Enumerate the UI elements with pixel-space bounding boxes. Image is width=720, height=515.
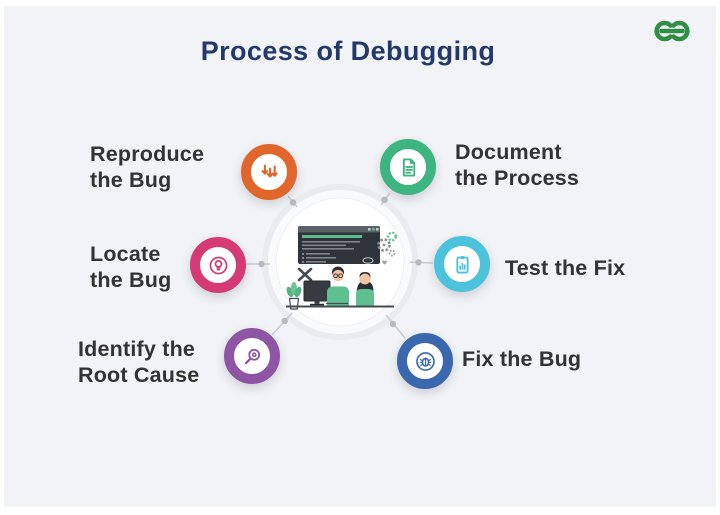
label-line: the Bug xyxy=(90,168,172,192)
step-label-test-the-fix: Test the Fix xyxy=(505,255,625,281)
label-line: the Process xyxy=(455,166,580,190)
label-line: Root Cause xyxy=(78,363,200,387)
gears-icon xyxy=(377,231,397,265)
page-title: Process of Debugging xyxy=(200,36,496,66)
clipboard-chart-icon xyxy=(455,255,469,273)
label-line: Document xyxy=(455,140,562,164)
step-label-fix-the-bug: Fix the Bug xyxy=(462,346,581,372)
label-line: Locate xyxy=(90,242,161,266)
label-line: the Bug xyxy=(90,268,172,292)
step-label-document-the-process: Document the Process xyxy=(455,139,579,191)
magnifier-gear-icon xyxy=(244,348,260,364)
step-circle-test-the-fix xyxy=(434,236,490,292)
label-line: Reproduce xyxy=(90,142,205,166)
step-circle-identify-root-cause xyxy=(224,328,280,384)
label-line: Identify the xyxy=(78,337,196,361)
man-developer-icon xyxy=(327,266,349,306)
step-label-identify-root-cause: Identify the Root Cause xyxy=(78,336,199,388)
step-label-locate-the-bug: Locate the Bug xyxy=(90,241,171,293)
bulb-in-circle-icon xyxy=(209,256,227,274)
step-circle-reproduce-the-bug xyxy=(241,144,297,200)
monitor-icon xyxy=(303,280,331,306)
step-circle-document-the-process xyxy=(380,139,436,195)
step-label-reproduce-the-bug: Reproduce the Bug xyxy=(90,141,204,193)
label-line: Fix the Bug xyxy=(462,347,582,371)
debugging-illustration xyxy=(286,226,397,310)
step-circle-fix-the-bug xyxy=(397,333,453,389)
bug-in-circle-icon xyxy=(415,351,435,371)
plant-icon xyxy=(286,282,302,310)
woman-developer-icon xyxy=(356,272,374,306)
descending-arrows-icon xyxy=(261,164,278,178)
step-circle-locate-the-bug xyxy=(190,237,246,293)
document-icon xyxy=(402,158,415,176)
label-line: Test the Fix xyxy=(505,256,626,280)
geeksforgeeks-logo-icon xyxy=(654,20,690,42)
crossed-tools-icon xyxy=(297,267,313,282)
